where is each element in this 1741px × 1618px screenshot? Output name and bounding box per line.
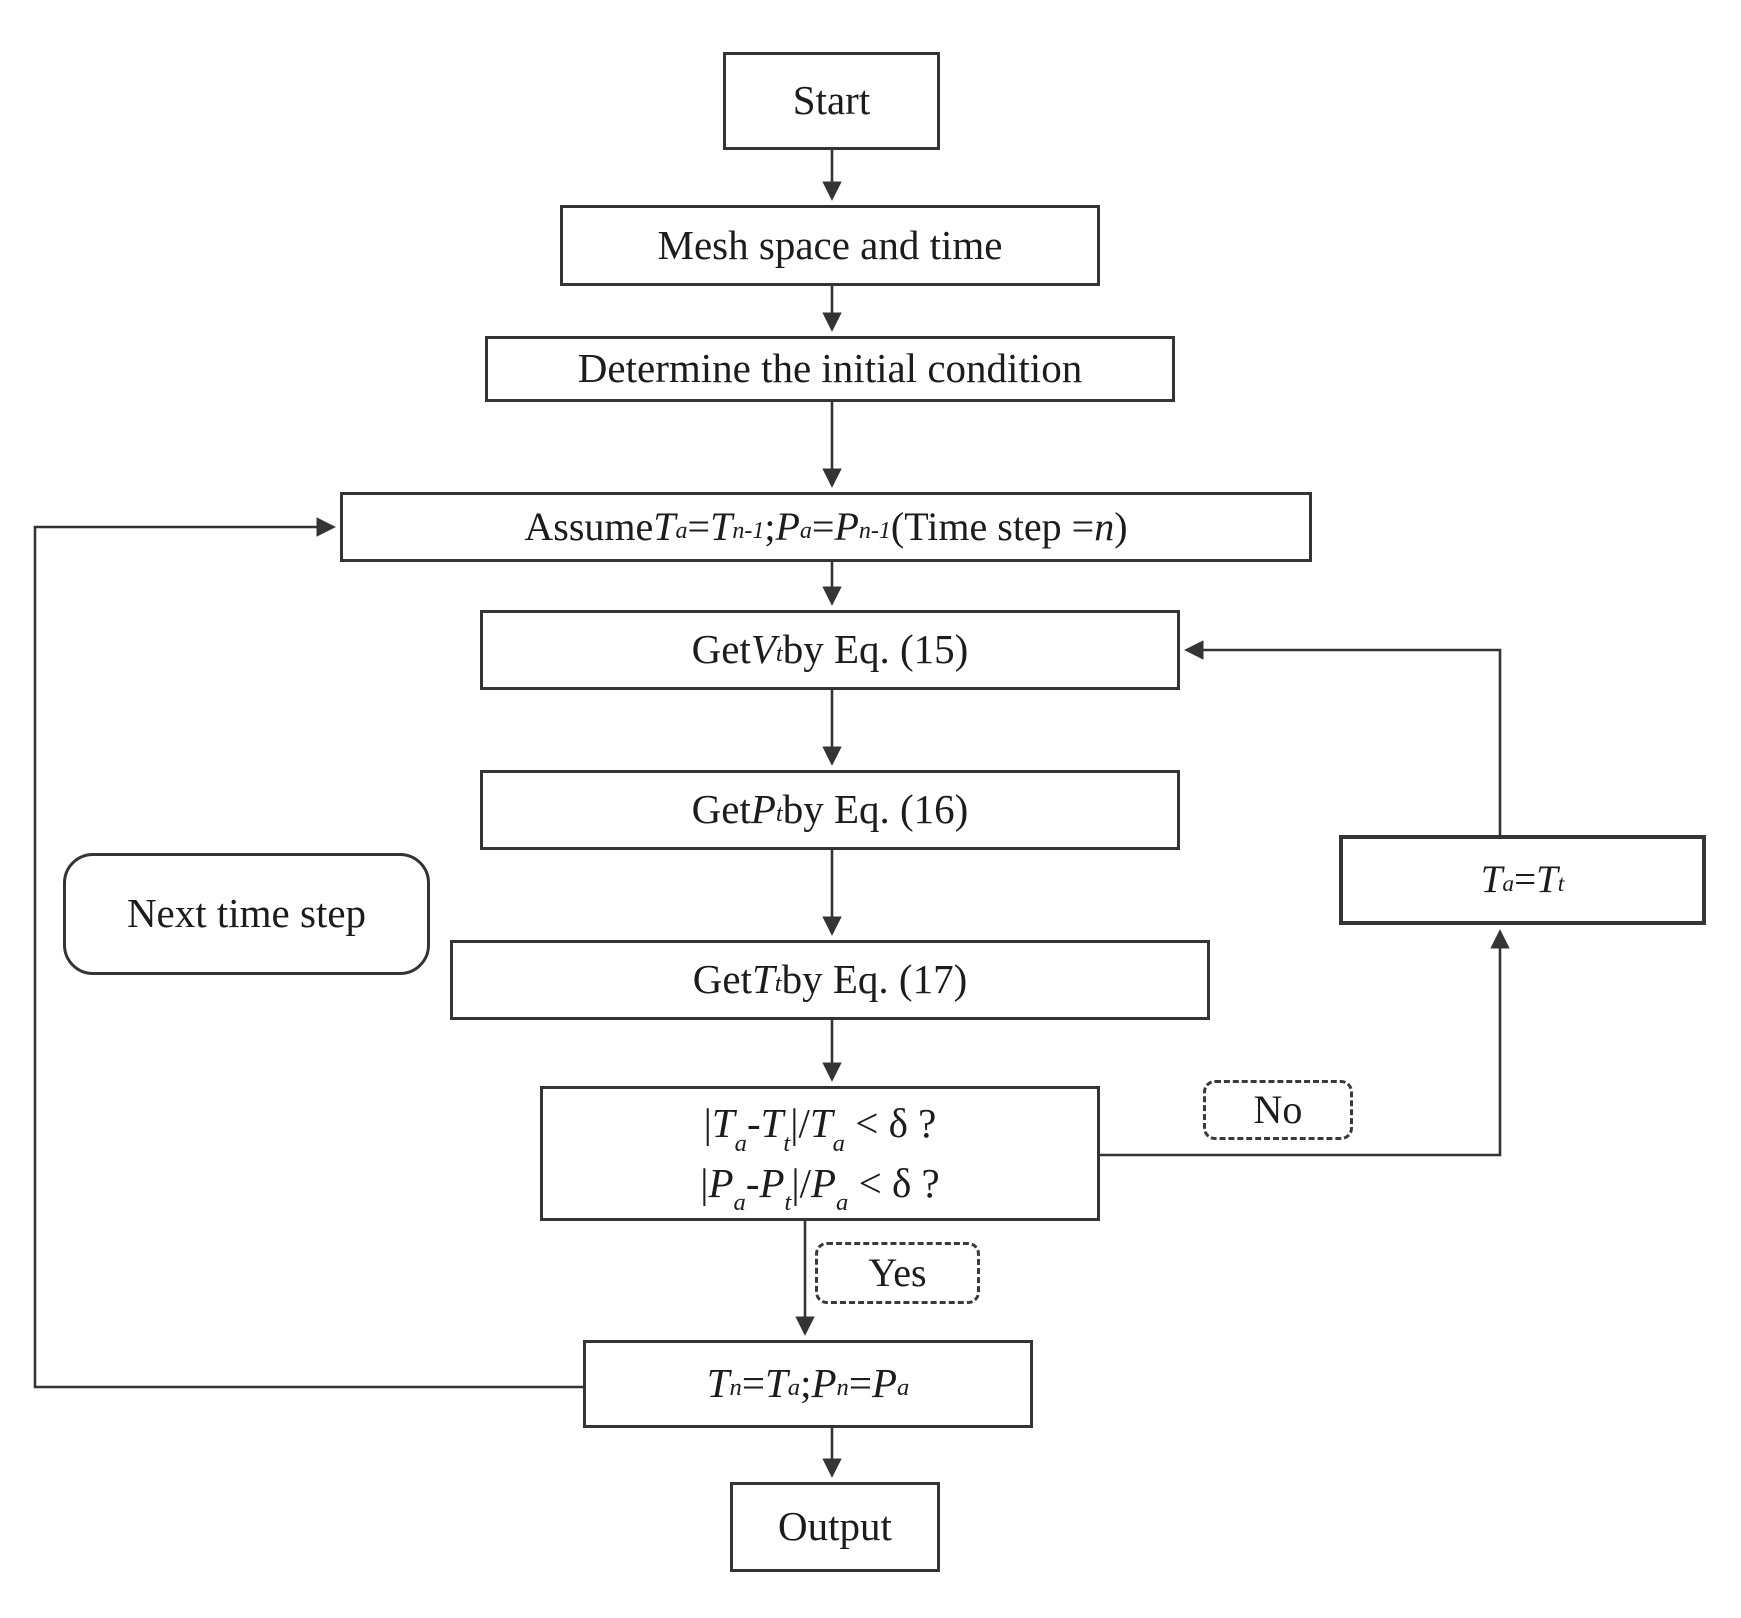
initial-condition-node: Determine the initial condition (485, 336, 1175, 402)
decision-condition-pressure: |Pa-Pt|/Pa < δ ? (700, 1159, 940, 1217)
start-node: Start (723, 52, 940, 150)
decision-condition-temperature: |Ta-Tt|/Ta < δ ? (703, 1100, 937, 1157)
mesh-space-time-node: Mesh space and time (560, 205, 1100, 286)
convergence-decision-node: |Ta-Tt|/Ta < δ ? |Pa-Pt|/Pa < δ ? (540, 1086, 1100, 1221)
connector-taupdate-getvt-feedback (1184, 640, 1502, 835)
connector-assign-assume-loop (33, 517, 583, 1389)
next-time-step-node: Next time step (63, 853, 430, 975)
connector-decision-taupdate-no (1100, 929, 1510, 1157)
output-node: Output (730, 1482, 940, 1572)
yes-branch-label: Yes (815, 1242, 980, 1304)
no-branch-label: No (1203, 1080, 1353, 1140)
decision-text: |Ta-Tt|/Ta < δ ? |Pa-Pt|/Pa < δ ? (700, 1094, 940, 1217)
